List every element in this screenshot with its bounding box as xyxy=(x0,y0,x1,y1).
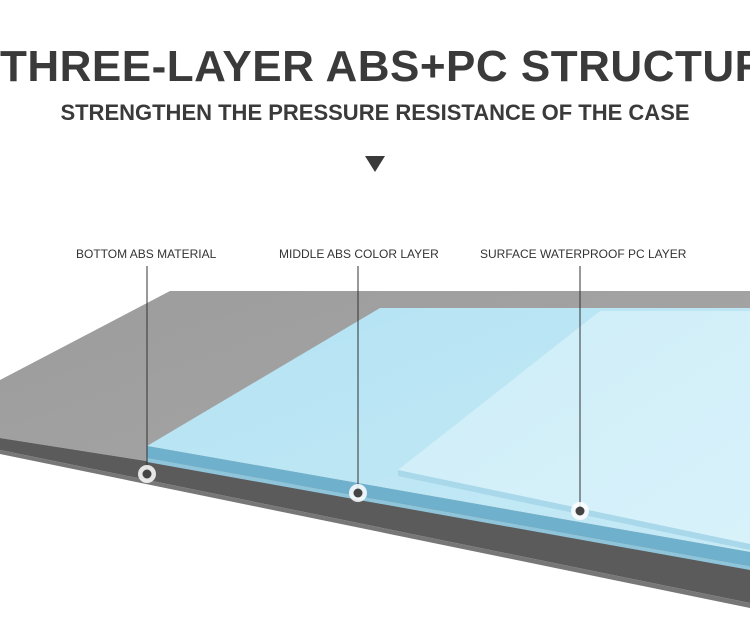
layer-label-surface: SURFACE WATERPROOF PC LAYER xyxy=(480,247,687,261)
layer-label-middle: MIDDLE ABS COLOR LAYER xyxy=(279,247,439,261)
marker-bottom xyxy=(138,465,156,483)
triangle-down-icon xyxy=(365,156,385,172)
marker-surface xyxy=(571,502,589,520)
marker-middle xyxy=(349,484,367,502)
page-title: THREE-LAYER ABS+PC STRUCTURE xyxy=(0,42,750,91)
page-subtitle: STRENGTHEN THE PRESSURE RESISTANCE OF TH… xyxy=(60,100,690,125)
layer-label-bottom: BOTTOM ABS MATERIAL xyxy=(76,247,217,261)
